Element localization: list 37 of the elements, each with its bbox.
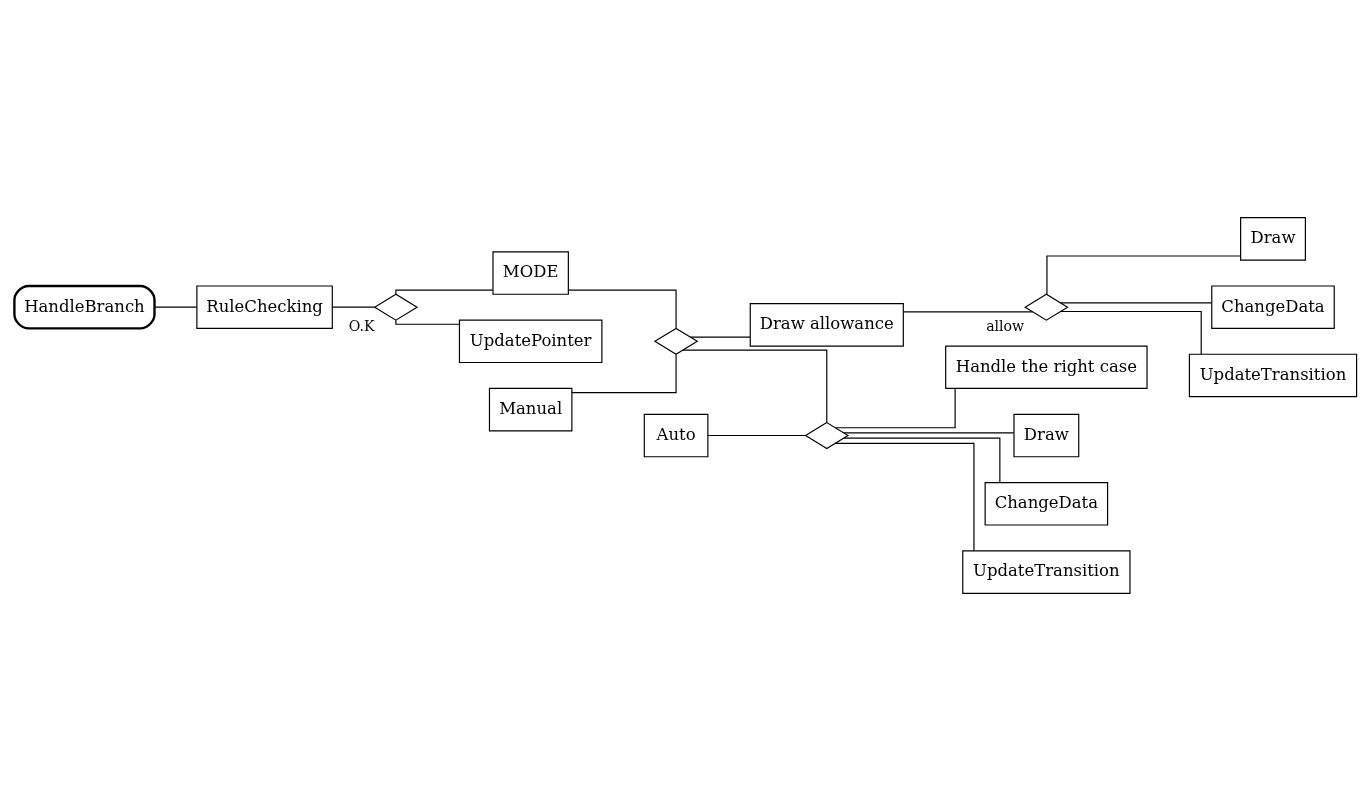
node-box: ChangeData	[984, 481, 1109, 526]
connector	[331, 306, 376, 308]
connector	[395, 289, 494, 295]
node-diamond	[1024, 293, 1069, 321]
node-box: ChangeData	[1211, 284, 1335, 329]
node-box: HandleBranch	[13, 284, 156, 330]
node-box: MODE	[492, 250, 569, 295]
node-box: Auto	[643, 413, 709, 457]
connector	[689, 336, 751, 338]
connector	[835, 387, 956, 428]
node-box: UpdatePointer	[458, 319, 603, 363]
node-box: Draw	[1013, 413, 1080, 457]
node-diamond	[804, 421, 850, 449]
connector	[154, 306, 198, 308]
connector	[1059, 301, 1212, 303]
node-box: Handle the right case	[945, 344, 1148, 389]
connector	[571, 353, 677, 393]
node-label: allow	[986, 317, 1025, 334]
node-box: UpdateTransition	[1188, 353, 1358, 397]
connector	[1046, 254, 1242, 295]
connector	[1060, 310, 1202, 355]
connector	[682, 349, 828, 423]
connector	[903, 310, 1034, 312]
node-box: Manual	[488, 387, 573, 431]
connector	[707, 434, 807, 436]
node-box: Draw allowance	[749, 302, 904, 347]
node-box: Draw	[1240, 216, 1306, 261]
node-box: RuleChecking	[196, 284, 333, 329]
connector	[843, 431, 1015, 433]
node-label: O.K	[348, 317, 375, 334]
node-diamond	[373, 293, 419, 321]
connector	[834, 442, 975, 551]
node-box: UpdateTransition	[962, 549, 1131, 594]
connector	[395, 319, 460, 325]
node-diamond	[653, 327, 699, 355]
connector	[843, 437, 1001, 483]
connector	[567, 289, 677, 328]
